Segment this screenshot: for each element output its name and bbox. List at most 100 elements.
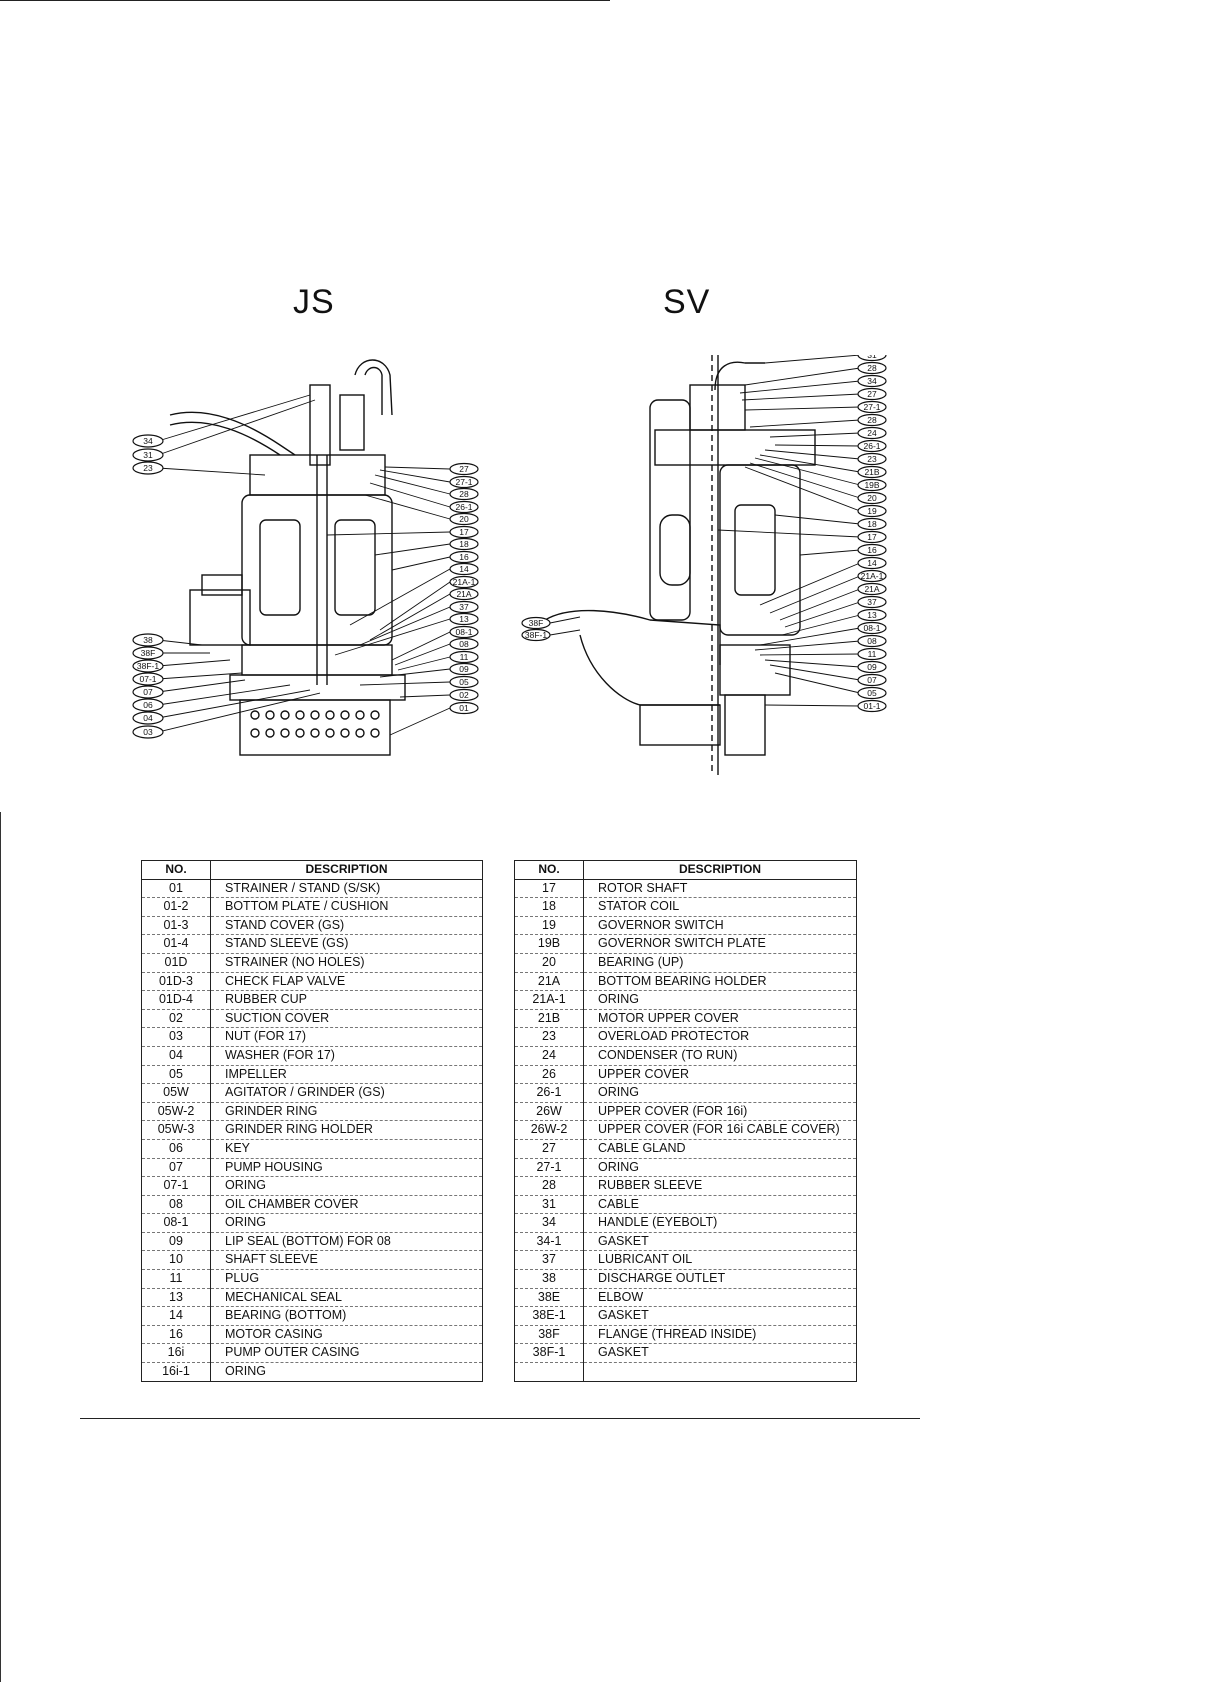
svg-text:09: 09 [867, 662, 877, 672]
part-description: CHECK FLAP VALVE [210, 972, 483, 992]
svg-text:24: 24 [867, 428, 877, 438]
svg-text:08: 08 [459, 639, 469, 649]
part-number: 17 [514, 879, 584, 899]
svg-text:31: 31 [867, 355, 877, 360]
part-description: CONDENSER (TO RUN) [583, 1046, 857, 1066]
part-number: 16i [141, 1343, 211, 1364]
part-number: 38E [514, 1288, 584, 1308]
callout-bubble: 13 [334, 612, 479, 656]
part-description: MECHANICAL SEAL [210, 1288, 483, 1308]
svg-text:27: 27 [459, 464, 469, 474]
svg-text:04: 04 [143, 713, 153, 723]
part-number: 01-2 [141, 897, 211, 917]
callout-bubble: 09 [379, 662, 479, 678]
part-description: ORING [583, 990, 857, 1010]
svg-text:27: 27 [867, 389, 877, 399]
callout-bubble: 34 [132, 394, 311, 448]
part-number: 38F [514, 1325, 584, 1345]
part-description: LIP SEAL (BOTTOM) FOR 08 [210, 1232, 483, 1252]
svg-text:11: 11 [460, 652, 469, 662]
callout-bubble: 08-1 [391, 625, 479, 661]
part-description: ROTOR SHAFT [583, 879, 857, 899]
table-header-row: NO. DESCRIPTION [514, 860, 857, 880]
svg-text:26-1: 26-1 [455, 502, 472, 512]
callout-bubble: 04 [132, 689, 311, 725]
part-number: 01D-3 [141, 972, 211, 992]
part-description: MOTOR CASING [210, 1325, 483, 1345]
svg-text:13: 13 [867, 610, 877, 620]
svg-text:19: 19 [867, 506, 877, 516]
svg-text:06: 06 [143, 700, 153, 710]
svg-text:21A-1: 21A-1 [861, 571, 884, 581]
callout-bubble: 14 [349, 562, 479, 626]
part-number: 38F-1 [514, 1343, 584, 1364]
callout-bubble: 05 [774, 672, 887, 700]
part-description: DISCHARGE OUTLET [583, 1269, 857, 1289]
part-number: 23 [514, 1027, 584, 1047]
js-strainer-holes [250, 710, 380, 738]
part-number: 37 [514, 1250, 584, 1271]
js-callouts-left: 34 31 23 38 38F 38F-1 07-1 07 06 04 03 [132, 394, 321, 739]
part-description: SHAFT SLEEVE [210, 1250, 483, 1271]
part-description: KEY [210, 1139, 483, 1159]
part-number: 05W-2 [141, 1102, 211, 1122]
part-description: ORING [210, 1213, 483, 1233]
part-number: 02 [141, 1009, 211, 1029]
part-description: BOTTOM BEARING HOLDER [583, 972, 857, 992]
part-description: FLANGE (THREAD INSIDE) [583, 1325, 857, 1345]
callout-bubble: 03 [132, 692, 321, 739]
part-description: UPPER COVER (FOR 16i CABLE COVER) [583, 1120, 857, 1140]
model-title-js: JS [293, 283, 335, 321]
part-description: CABLE [583, 1195, 857, 1215]
callout-bubble: 23 [764, 449, 887, 466]
callout-bubble: 38F [521, 616, 581, 630]
callout-bubble: 26-1 [369, 482, 479, 514]
part-number: 07 [141, 1158, 211, 1178]
svg-text:07-1: 07-1 [139, 674, 156, 684]
part-description: UPPER COVER [583, 1065, 857, 1085]
part-number: 31 [514, 1195, 584, 1215]
js-pump-body [169, 359, 406, 756]
svg-text:21A: 21A [864, 584, 879, 594]
svg-text:08-1: 08-1 [863, 623, 880, 633]
callout-bubble: 13 [781, 608, 887, 636]
part-number: 08 [141, 1195, 211, 1215]
svg-text:28: 28 [459, 489, 469, 499]
svg-text:18: 18 [459, 539, 469, 549]
svg-text:14: 14 [459, 564, 469, 574]
part-description: RUBBER CUP [210, 990, 483, 1010]
callout-bubble: 08-1 [759, 621, 887, 646]
part-number: 26 [514, 1065, 584, 1085]
part-description: GOVERNOR SWITCH [583, 916, 857, 936]
svg-text:21A: 21A [456, 589, 471, 599]
callout-bubble: 28 [749, 413, 887, 428]
svg-text:23: 23 [143, 463, 153, 473]
js-pump-drawing: 34 31 23 38 38F 38F-1 07-1 07 06 04 03 2… [132, 359, 479, 756]
callout-bubble: 19B [754, 457, 887, 492]
part-description: BEARING (UP) [583, 953, 857, 973]
part-number: 06 [141, 1139, 211, 1159]
part-description: ORING [210, 1362, 483, 1382]
part-description: MOTOR UPPER COVER [583, 1009, 857, 1029]
svg-text:23: 23 [867, 454, 877, 464]
part-number: 19 [514, 916, 584, 936]
callout-bubble: 24 [769, 426, 887, 440]
